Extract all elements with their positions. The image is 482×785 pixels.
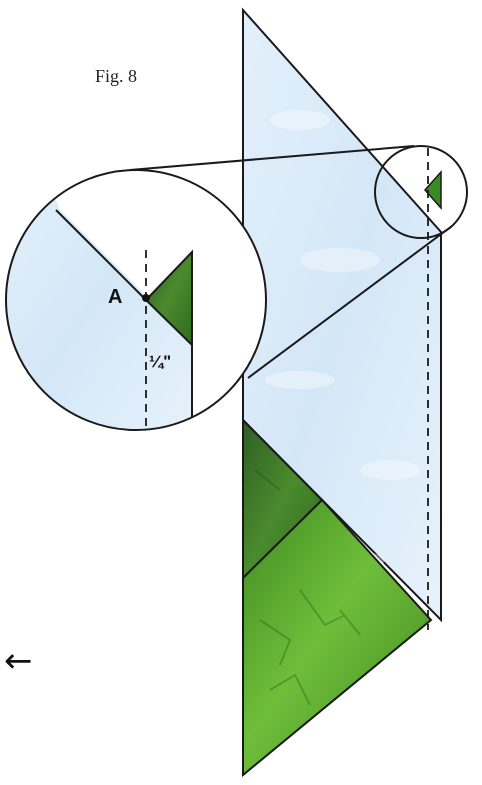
point-a-label: A — [108, 286, 123, 308]
green-fabric-triangle — [242, 498, 433, 778]
detail-circle-small — [374, 145, 468, 239]
small-green-tip — [423, 170, 442, 210]
magnified-view — [6, 170, 266, 430]
point-a-dot — [142, 294, 150, 302]
green-fabric-texture — [254, 469, 361, 706]
left-arrow-icon[interactable]: ← — [4, 641, 33, 681]
seam-allowance-label: ¼" — [149, 352, 172, 371]
detail-circle-large — [5, 169, 267, 431]
connector-line-top — [129, 145, 415, 171]
connector-line-bottom — [247, 225, 453, 379]
figure-title: Fig. 8 — [95, 66, 138, 86]
